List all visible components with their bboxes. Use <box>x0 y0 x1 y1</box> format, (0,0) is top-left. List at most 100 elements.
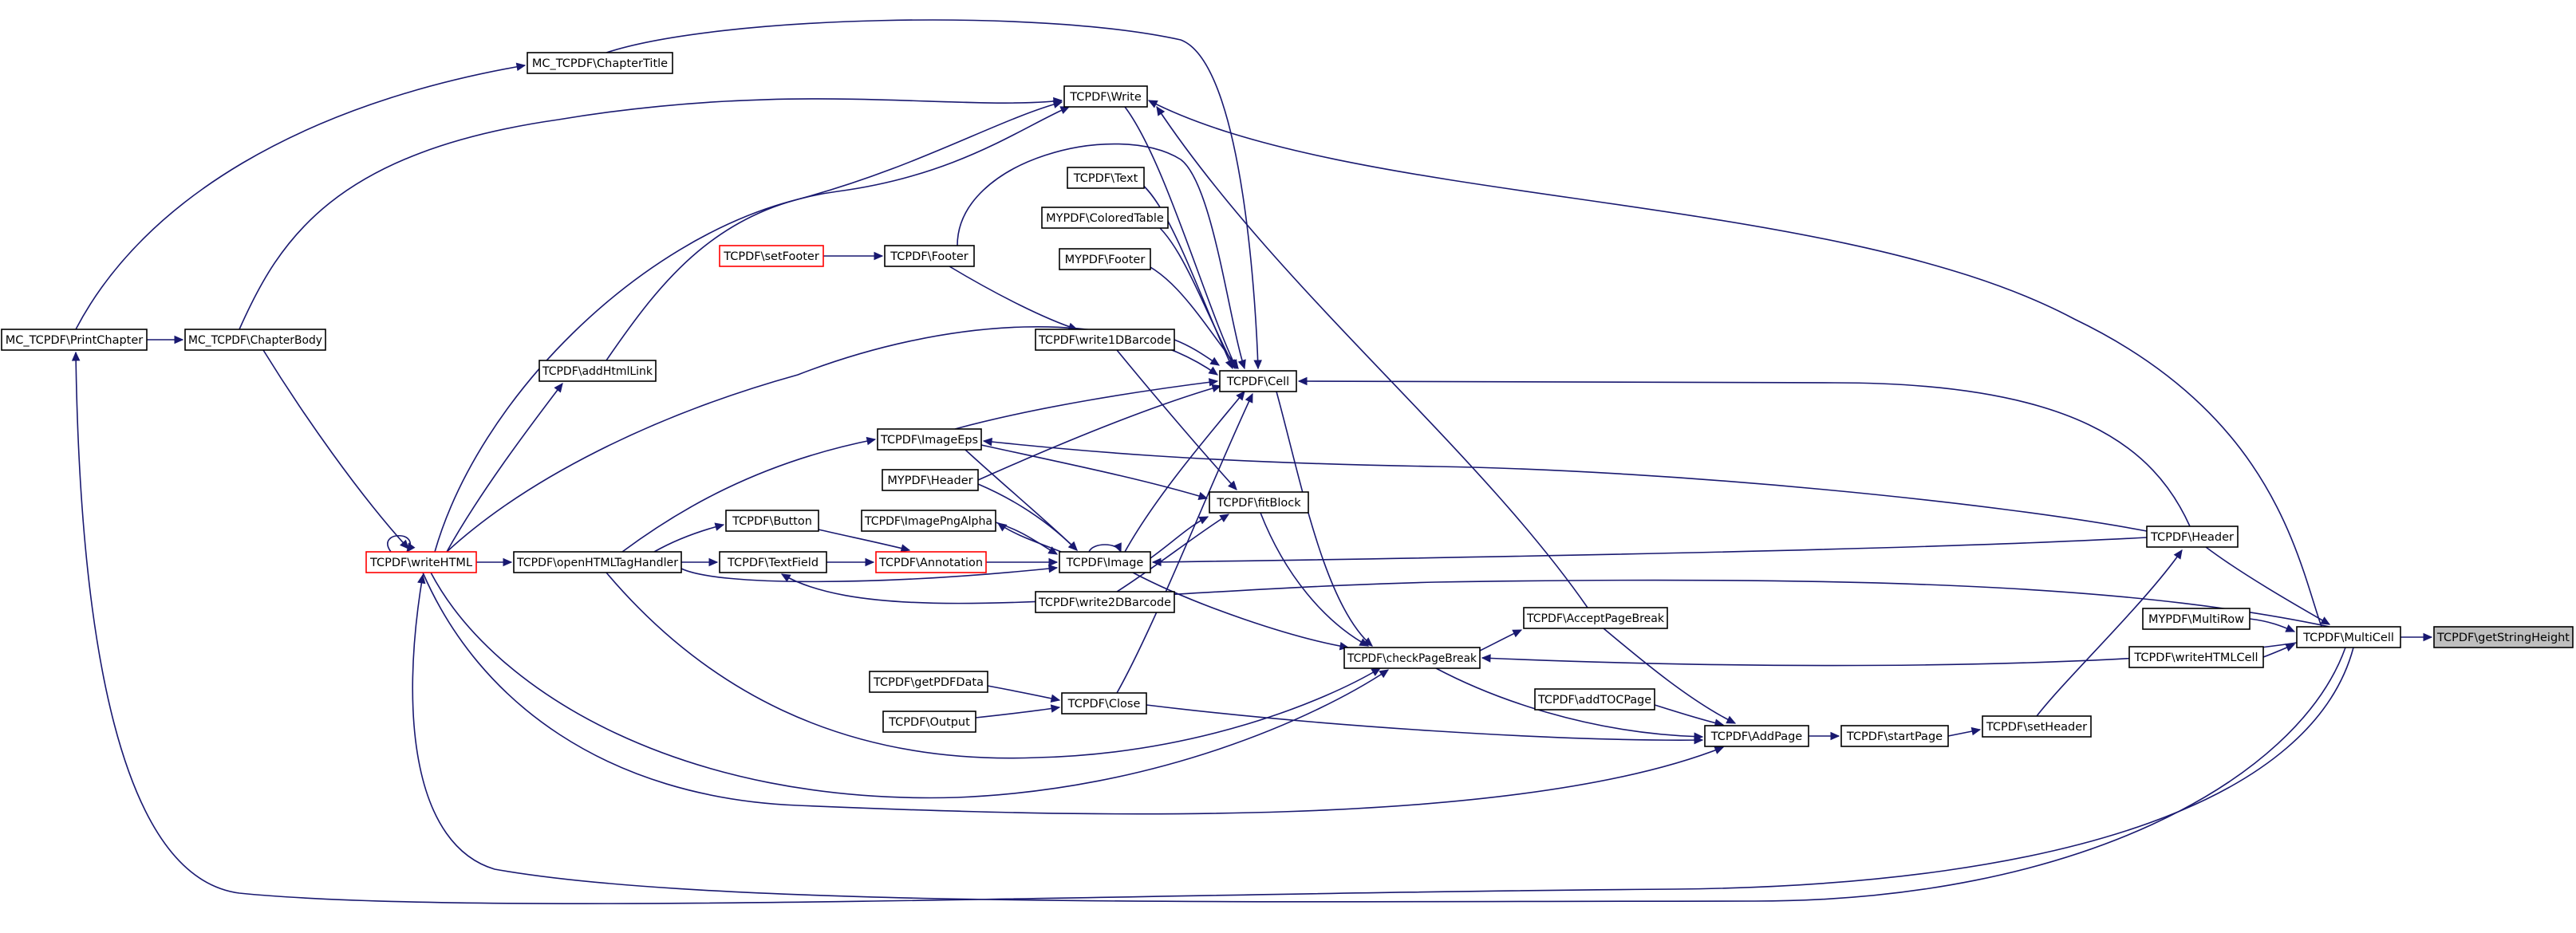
node-box <box>725 510 819 532</box>
node-setHeader[interactable]: TCPDF\setHeader <box>1982 715 2092 738</box>
node-addHtmlLink[interactable]: TCPDF\addHtmlLink <box>538 360 657 382</box>
edge-line <box>262 349 409 549</box>
arrowhead-icon <box>1245 392 1253 404</box>
node-MultiRow[interactable]: MYPDF\MultiRow <box>2142 608 2251 630</box>
node-ChapterBody[interactable]: MC_TCPDF\ChapterBody <box>184 329 326 351</box>
node-setFooter[interactable]: TCPDF\setFooter <box>719 245 824 267</box>
node-Output[interactable]: TCPDF\Output <box>882 711 976 733</box>
arrowhead-icon <box>1156 105 1166 116</box>
node-box <box>1035 329 1175 351</box>
node-Annotation[interactable]: TCPDF\Annotation <box>875 551 987 573</box>
node-writeHTMLCell[interactable]: TCPDF\writeHTMLCell <box>2128 646 2264 668</box>
node-write1D[interactable]: TCPDF\write1DBarcode <box>1035 329 1175 351</box>
arrowhead-icon <box>1219 514 1230 523</box>
node-label: MC_TCPDF\ChapterTitle <box>532 57 668 70</box>
node-box <box>861 510 996 532</box>
node-box <box>1704 725 1809 747</box>
node-label: TCPDF\write1DBarcode <box>1038 334 1171 347</box>
node-box <box>538 360 657 382</box>
edge-addHtmlLink-to-Write <box>606 106 1071 361</box>
edge-line <box>957 143 1245 369</box>
node-box <box>1982 715 2092 738</box>
node-box <box>869 671 988 693</box>
node-label: MYPDF\ColoredTable <box>1046 212 1164 225</box>
node-label: TCPDF\Cell <box>1226 376 1289 388</box>
node-Button[interactable]: TCPDF\Button <box>725 510 819 532</box>
arrowhead-icon <box>780 573 791 582</box>
node-label: TCPDF\AcceptPageBreak <box>1526 612 1665 625</box>
node-label: TCPDF\writeHTMLCell <box>2133 652 2258 664</box>
node-getPDFData[interactable]: TCPDF\getPDFData <box>869 671 988 693</box>
node-label: TCPDF\AddPage <box>1710 730 1803 743</box>
edge-line <box>1132 572 1349 648</box>
edge-MultiCell-to-getStringHeight <box>2400 632 2433 642</box>
node-write2D[interactable]: TCPDF\write2DBarcode <box>1035 591 1175 613</box>
node-label: MC_TCPDF\PrintChapter <box>6 334 144 347</box>
node-MYFooter[interactable]: MYPDF\Footer <box>1059 248 1151 270</box>
node-checkPageBreak[interactable]: TCPDF\checkPageBreak <box>1343 647 1481 669</box>
edge-openHTML-to-ImageEps <box>621 436 877 553</box>
arrowhead-icon <box>1052 100 1063 108</box>
node-box <box>719 551 827 573</box>
node-label: TCPDF\write2DBarcode <box>1038 596 1171 609</box>
node-fitBlock[interactable]: TCPDF\fitBlock <box>1209 491 1309 514</box>
node-AcceptPageBreak[interactable]: TCPDF\AcceptPageBreak <box>1523 607 1668 629</box>
node-MultiCell[interactable]: TCPDF\MultiCell <box>2296 626 2401 648</box>
edge-Close-to-Cell <box>1116 392 1253 694</box>
node-writeHTML[interactable]: TCPDF\writeHTML <box>365 551 477 573</box>
node-MYHeader[interactable]: MYPDF\Header <box>882 469 979 491</box>
node-label: TCPDF\Output <box>888 716 970 729</box>
node-label: TCPDF\Button <box>732 515 812 528</box>
node-label: MYPDF\Header <box>887 474 972 487</box>
node-TextField[interactable]: TCPDF\TextField <box>719 551 827 573</box>
node-box <box>875 551 987 573</box>
arrowhead-icon <box>1208 366 1218 376</box>
arrowhead-icon <box>866 436 877 446</box>
edge-TCFooter-to-write1D <box>949 266 1079 331</box>
node-TCText[interactable]: TCPDF\Text <box>1067 167 1145 189</box>
arrowhead-icon <box>1198 516 1209 525</box>
edge-ChapterBody-to-Write <box>239 96 1063 330</box>
edge-line <box>446 383 563 553</box>
node-addTOCPage[interactable]: TCPDF\addTOCPage <box>1534 688 1655 711</box>
node-box <box>2296 626 2401 648</box>
arrowhead-icon <box>1228 480 1237 490</box>
arrowhead-icon <box>400 539 409 549</box>
edge-write2D-to-fitBlock <box>1116 514 1230 592</box>
edges-layer <box>71 19 2433 904</box>
arrowhead-icon <box>1114 542 1122 553</box>
arrowhead-icon <box>874 251 884 261</box>
arrowhead-icon <box>503 557 513 567</box>
node-startPage[interactable]: TCPDF\startPage <box>1840 725 1949 747</box>
node-Cell[interactable]: TCPDF\Cell <box>1219 370 1297 392</box>
arrowhead-icon <box>1047 546 1059 555</box>
edge-writeHTML-to-openHTML <box>476 557 513 567</box>
node-ImageEps[interactable]: TCPDF\ImageEps <box>877 428 982 451</box>
arrowhead-icon <box>554 383 563 393</box>
node-AddPage[interactable]: TCPDF\AddPage <box>1704 725 1809 747</box>
edge-line <box>75 65 526 330</box>
arrowhead-icon <box>71 351 81 361</box>
edge-line <box>606 106 1070 361</box>
node-TCHeader[interactable]: TCPDF\Header <box>2146 526 2239 548</box>
node-Image[interactable]: TCPDF\Image <box>1059 551 1151 573</box>
node-label: TCPDF\TextField <box>727 557 819 569</box>
edge-line <box>1654 704 1724 726</box>
node-openHTML[interactable]: TCPDF\openHTMLTagHandler <box>513 551 682 573</box>
node-PrintChapter[interactable]: MC_TCPDF\PrintChapter <box>1 329 148 351</box>
node-ChapterTitle[interactable]: MC_TCPDF\ChapterTitle <box>527 52 673 74</box>
edge-PrintChapter-to-ChapterBody <box>147 335 184 344</box>
node-label: TCPDF\Header <box>2150 531 2234 544</box>
node-ColoredTable[interactable]: MYPDF\ColoredTable <box>1041 207 1169 229</box>
arrowhead-icon <box>417 573 426 585</box>
edge-MultiCell-to-Write <box>1147 100 2322 628</box>
edge-openHTML-to-checkPageBreak <box>606 572 1382 759</box>
edge-openHTML-to-TextField <box>681 557 719 567</box>
node-Write[interactable]: TCPDF\Write <box>1063 85 1148 108</box>
edge-line <box>422 572 1724 815</box>
node-box <box>1343 647 1481 669</box>
node-Close[interactable]: TCPDF\Close <box>1061 692 1147 715</box>
node-box <box>1059 248 1151 270</box>
node-ImagePngAlpha[interactable]: TCPDF\ImagePngAlpha <box>861 510 996 532</box>
node-TCFooter[interactable]: TCPDF\Footer <box>884 245 975 267</box>
